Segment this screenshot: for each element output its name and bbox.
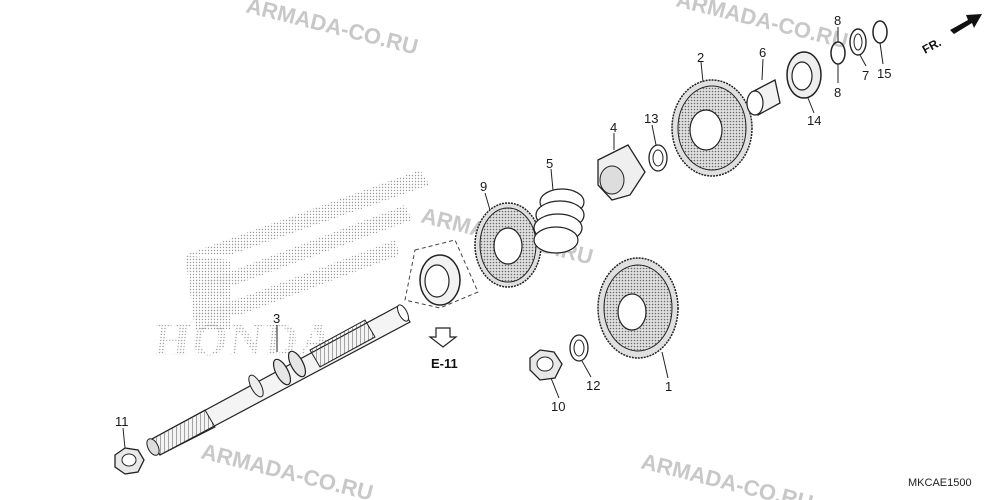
callout-15: 15	[877, 66, 891, 81]
callout-14: 14	[807, 113, 821, 128]
honda-wing-logo: HONDA	[152, 170, 430, 365]
watermark-text: ARMADA-CO.RU	[199, 439, 376, 500]
leader-lines	[122, 27, 884, 449]
washer-13	[648, 144, 668, 172]
mainshaft	[146, 304, 411, 456]
callouts: 1 2 3 4 5 6 7 8 8 9 10 11 12 13 14 15	[115, 13, 891, 429]
bearing-14	[786, 51, 822, 99]
washer-7	[849, 28, 867, 56]
callout-8-upper: 8	[834, 13, 841, 28]
callout-8-lower: 8	[834, 85, 841, 100]
callout-2: 2	[697, 50, 704, 65]
spring-5	[533, 188, 585, 254]
diagram-code: MKCAE1500	[908, 477, 972, 489]
front-direction-indicator: FR.	[920, 14, 982, 57]
nut-11	[114, 447, 145, 475]
callout-7: 7	[862, 68, 869, 83]
arrow-icon	[950, 14, 982, 34]
washer-12	[569, 334, 589, 362]
callout-12: 12	[586, 378, 600, 393]
bearing-e11: E-11	[404, 239, 479, 371]
gear-1	[597, 257, 679, 359]
callout-3: 3	[273, 311, 280, 326]
callout-5: 5	[546, 156, 553, 171]
callout-4: 4	[610, 120, 617, 135]
arrow-down-icon	[428, 327, 458, 348]
callout-9: 9	[480, 179, 487, 194]
direction-label: FR.	[920, 35, 944, 56]
callout-1: 1	[665, 379, 672, 394]
callout-6: 6	[759, 45, 766, 60]
callout-10: 10	[551, 399, 565, 414]
ring-15	[872, 20, 888, 44]
nut-10	[529, 349, 563, 381]
reference-label: E-11	[431, 356, 458, 371]
watermark-text: ARMADA-CO.RU	[639, 449, 816, 500]
gear-9	[474, 202, 542, 288]
watermark-text: ARMADA-CO.RU	[244, 0, 421, 59]
gear-2	[671, 79, 753, 177]
callout-11: 11	[115, 414, 129, 429]
cam-4	[597, 144, 646, 201]
bushing-6	[746, 79, 781, 116]
callout-13: 13	[644, 111, 658, 126]
